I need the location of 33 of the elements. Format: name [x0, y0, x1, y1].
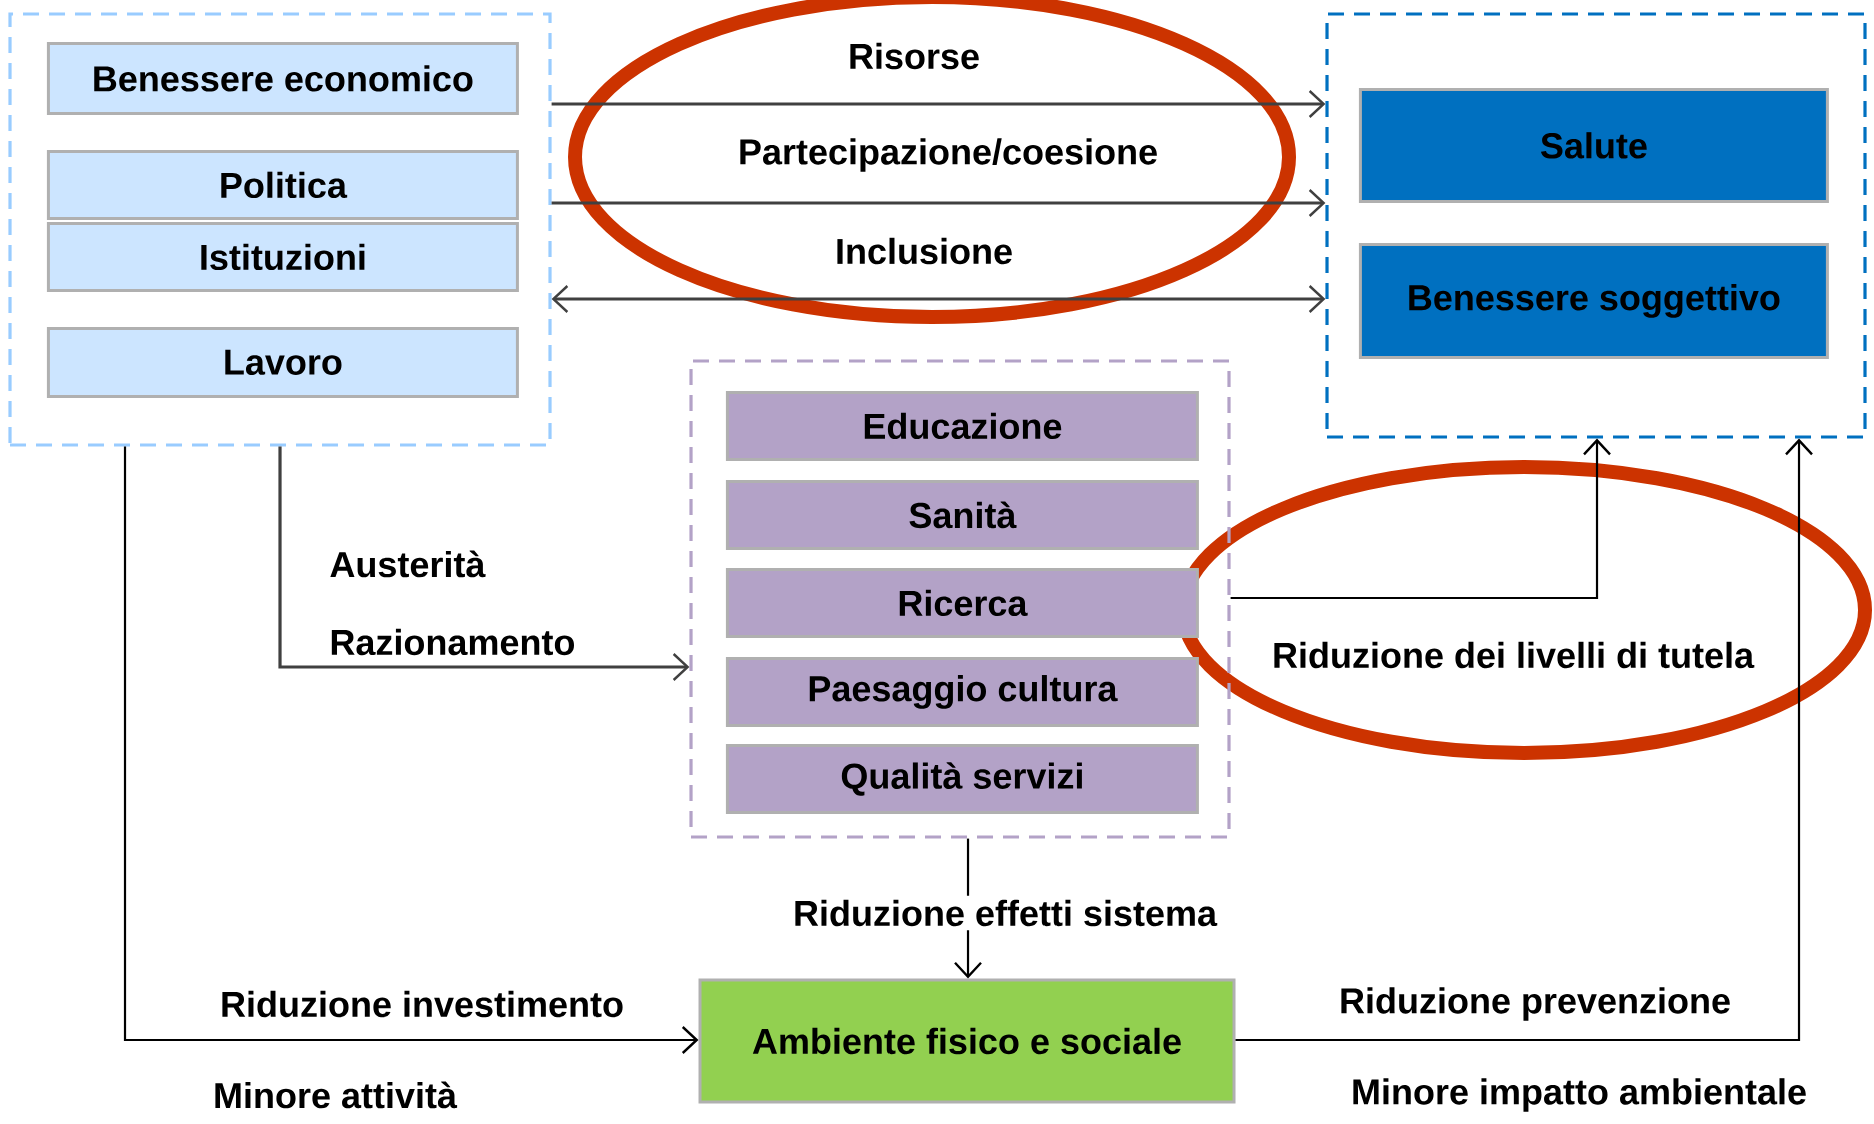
edge-label: Inclusione [837, 237, 1012, 265]
group-frame [689, 359, 1231, 839]
service-box: Sanità [725, 479, 1199, 550]
arrow [1230, 438, 1611, 600]
environment-box: Ambiente fisico e sociale [698, 978, 1236, 1104]
service-box: Ricerca [725, 567, 1199, 638]
edge-label: Riduzione dei livelli di tutela [1274, 641, 1755, 669]
service-box: Qualità servizi [725, 743, 1199, 814]
outcome-box: Salute [1358, 87, 1829, 203]
arrow [551, 189, 1326, 217]
edge-label: Austerità [330, 550, 486, 578]
edge-label: Partecipazione/coesione [740, 138, 1157, 172]
group-frame [8, 12, 552, 447]
service-box: Paesaggio cultura [725, 656, 1199, 727]
edge-label: Riduzione investimento [222, 990, 623, 1018]
edge-label: Risorse [850, 42, 979, 70]
outcome-box: Benessere soggettivo [1358, 242, 1829, 359]
category-box: Istituzioni [46, 221, 519, 292]
service-box: Educazione [725, 390, 1199, 461]
category-box: Lavoro [46, 326, 519, 398]
arrow [1235, 438, 1813, 1042]
text-label: Razionamento [331, 628, 574, 656]
arrow [123, 446, 699, 1054]
text-label: Minore attività [215, 1081, 458, 1109]
category-box: Politica [46, 149, 519, 220]
arrow [278, 446, 690, 681]
text-label: Minore impatto ambientale [1353, 1078, 1806, 1112]
arrow [551, 285, 1326, 313]
edge-label: Riduzione prevenzione [1341, 987, 1730, 1021]
edge-label: Riduzione effetti sistema [788, 895, 1222, 931]
group-frame [1325, 12, 1867, 439]
category-box: Benessere economico [46, 41, 519, 115]
arrow [551, 90, 1326, 118]
